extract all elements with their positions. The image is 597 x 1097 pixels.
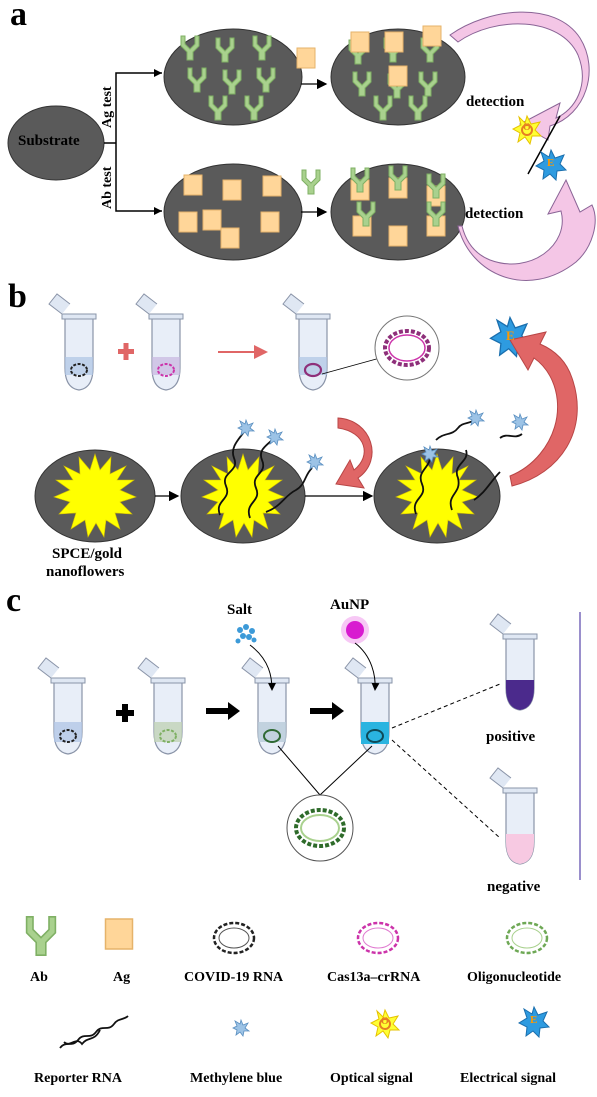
electrical-glyph-a: E [547,157,555,169]
electrode-label-1: SPCE/gold [52,546,123,562]
legend-optical-label: Optical signal [330,1071,413,1086]
detection-arrow-bottom [457,178,596,281]
electrode-label-2: nanoflowers [46,564,125,580]
legend-methylene-blue-label: Methylene blue [190,1071,283,1086]
optical-glyph: O [523,122,531,133]
aunp-particle [346,621,364,639]
tube-complex [282,293,331,391]
reporter-rna-strands [217,431,313,519]
ag-test-disc [163,28,303,126]
legend-ab-label: Ab [30,970,48,985]
legend-ab-icon [25,916,57,957]
oligo-zoom-circle [286,794,354,862]
arrow-c1 [206,702,240,720]
gold-nanoflower [53,452,137,538]
plus-c-icon [116,704,134,722]
legend-oligo-label: Oligonucleotide [467,970,562,985]
complex-zoom-circle [374,315,440,381]
legend-cas13a-icon [356,921,400,955]
legend-optical-glyph: O [381,1016,389,1027]
ab-test-label: Ab test [100,166,115,209]
legend-reporter-rna-label: Reporter RNA [34,1071,122,1086]
arrow-c2 [310,702,344,720]
panel-a [7,11,596,281]
panel-c-letter: c [6,582,22,619]
legend-cas13a-label: Cas13a–crRNA [327,970,421,985]
ag-test-label: Ag test [100,86,115,128]
panel-b [34,293,578,544]
negative-label: negative [487,879,541,895]
legend-electrical-glyph: E [530,1014,538,1026]
antigen-reagent [296,47,316,69]
antibody-reagent [301,169,321,195]
panel-c [37,612,581,880]
detection-bottom-label: detection [465,206,524,222]
legend-electrical-label: Electrical signal [460,1071,557,1086]
substrate-label: Substrate [18,133,80,149]
plus-icon [118,343,134,360]
legend-methylene-blue-icon [232,1019,250,1037]
panel-a-letter: a [10,0,27,33]
electrical-glyph-b: E [506,328,515,343]
legend-ag-icon [104,918,134,950]
salt-particles [235,624,257,644]
aunp-label: AuNP [330,597,370,613]
legend-covid-rna-label: COVID-19 RNA [184,970,284,985]
salt-label: Salt [227,602,253,618]
branch-lines [104,72,162,212]
legend-oligo-icon [505,921,549,955]
red-curve-arrow-right [509,331,578,487]
separator-slash [527,115,561,175]
legend-reporter-rna-icon [59,1015,129,1049]
legend-ag-label: Ag [113,970,131,985]
detection-arrow-top [449,11,590,141]
tube-covid-rna [48,293,97,391]
tube-cas13a [135,293,184,391]
legend-covid-rna-icon [212,921,256,955]
legend [25,916,550,1049]
red-curve-arrow-left [335,417,373,489]
cleaved-reporter-strands [413,419,523,515]
detection-top-label: detection [466,94,525,110]
panel-b-letter: b [8,278,27,315]
positive-label: positive [486,729,536,745]
